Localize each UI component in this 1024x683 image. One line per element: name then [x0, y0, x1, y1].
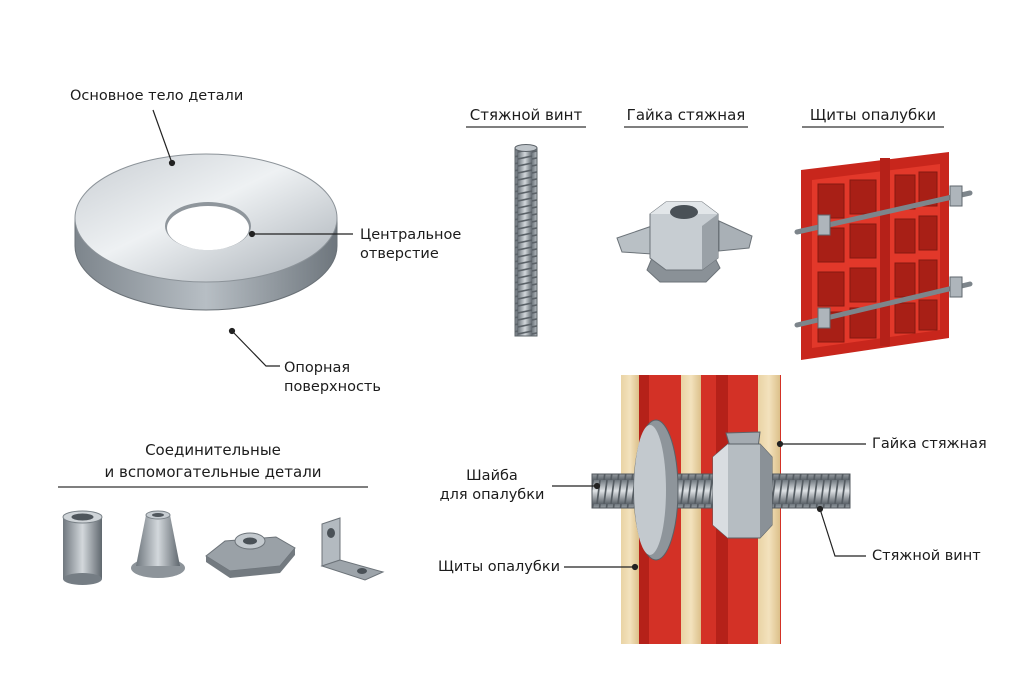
formwork-panels — [794, 152, 973, 360]
threaded-rod — [514, 144, 538, 337]
washer-body-label: Основное тело детали — [70, 88, 244, 104]
bracket-part — [320, 517, 385, 581]
auxiliary-title-line-1: Соединительные — [145, 441, 281, 459]
assembly-washer-label: Шайба для опалубки — [434, 467, 550, 505]
washer-leader-lines — [152, 109, 353, 367]
panels-title: Щиты опалубки — [809, 106, 937, 124]
assembly-cross-section — [591, 375, 851, 644]
sleeve-part — [62, 510, 103, 585]
small-wing-nut-part — [205, 532, 296, 578]
nut-title: Гайка стяжная — [626, 106, 746, 124]
assembly-leader-lines — [552, 440, 866, 571]
washer-support-label-line-1: Опорная — [284, 360, 351, 376]
auxiliary-title: Соединительные и вспомогательные детали — [58, 439, 368, 483]
assembly-washer-label-line-1: Шайба — [466, 468, 518, 484]
cone-part — [131, 510, 185, 578]
assembly-washer-label-line-2: для опалубки — [439, 487, 545, 503]
washer-hole-label-line-1: Центральное — [360, 227, 462, 243]
auxiliary-title-line-2: и вспомогательные детали — [104, 463, 322, 481]
washer-support-label-line-2: поверхность — [284, 379, 381, 395]
washer-hole-label-line-2: отверстие — [360, 246, 439, 262]
tie-nut — [616, 201, 753, 283]
large-washer — [74, 153, 338, 311]
assembly-panels-label: Щиты опалубки — [438, 559, 560, 575]
screw-title: Стяжной винт — [469, 106, 583, 124]
assembly-nut-label: Гайка стяжная — [872, 436, 987, 452]
washer-support-label: Опорная поверхность — [284, 359, 381, 397]
washer-hole-label: Центральное отверстие — [360, 226, 461, 264]
assembly-screw-label: Стяжной винт — [872, 548, 981, 564]
